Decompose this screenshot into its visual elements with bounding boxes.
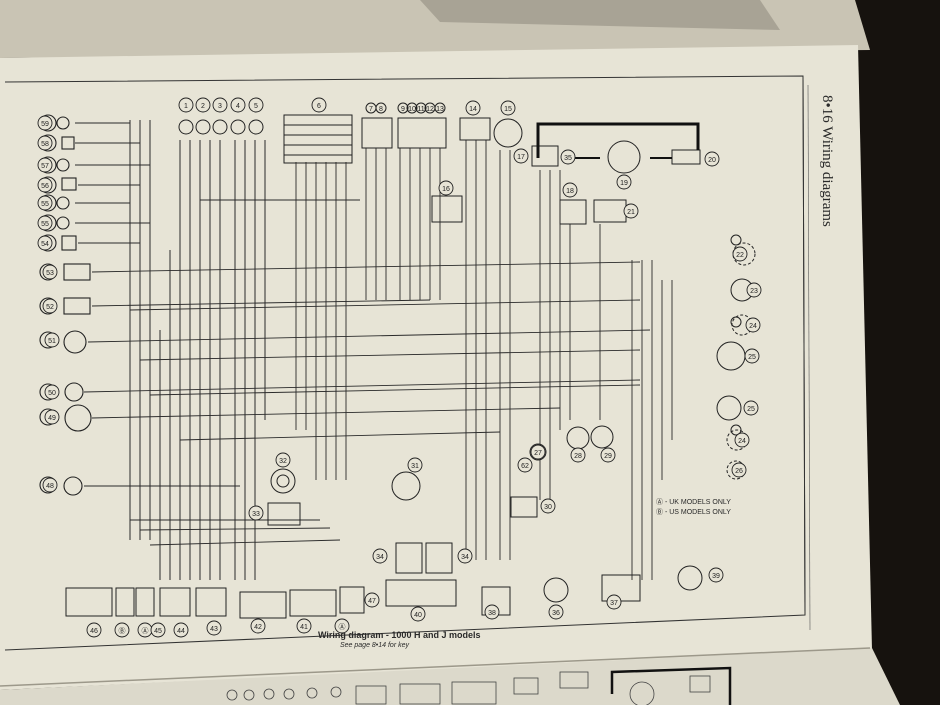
svg-text:43: 43: [210, 626, 218, 633]
label-circles: [37, 97, 762, 638]
svg-text:19: 19: [620, 180, 628, 187]
svg-text:23: 23: [750, 288, 758, 295]
svg-text:11: 11: [417, 106, 424, 113]
svg-text:18: 18: [566, 188, 574, 195]
horizontal-wires: [75, 122, 651, 546]
svg-text:46: 46: [90, 628, 98, 635]
svg-text:30: 30: [544, 504, 552, 511]
svg-text:58: 58: [41, 141, 49, 148]
diagram-subcaption: See page 8•14 for key: [340, 642, 409, 649]
diagram-caption: Wiring diagram - 1000 H and J models: [318, 630, 481, 640]
next-diagram-strip: [226, 666, 732, 705]
svg-text:32: 32: [279, 458, 287, 465]
svg-text:37: 37: [610, 600, 618, 607]
svg-text:34: 34: [376, 554, 384, 561]
svg-text:57: 57: [41, 163, 49, 170]
svg-text:41: 41: [300, 624, 308, 631]
svg-text:27: 27: [534, 450, 542, 457]
page-header: 8•16 Wiring diagrams: [819, 95, 835, 227]
bottom-connectors: [65, 586, 365, 619]
svg-text:40: 40: [414, 612, 422, 619]
svg-text:10: 10: [408, 106, 416, 113]
svg-text:54: 54: [41, 241, 49, 248]
svg-text:25: 25: [748, 354, 756, 361]
svg-text:29: 29: [604, 453, 612, 460]
svg-text:2: 2: [201, 103, 205, 110]
svg-text:1: 1: [184, 103, 188, 110]
svg-text:50: 50: [48, 390, 56, 397]
svg-text:31: 31: [411, 463, 419, 470]
legend-us-models: Ⓑ - US MODELS ONLY: [656, 509, 731, 516]
svg-text:26: 26: [735, 468, 743, 475]
svg-text:38: 38: [488, 610, 496, 617]
svg-text:12: 12: [426, 106, 434, 113]
svg-text:9: 9: [401, 106, 405, 113]
svg-text:24: 24: [738, 438, 746, 445]
svg-text:39: 39: [712, 573, 720, 580]
svg-text:28: 28: [574, 453, 582, 460]
page-sheet: [0, 45, 872, 690]
svg-text:16: 16: [442, 186, 450, 193]
svg-text:48: 48: [46, 483, 54, 490]
svg-text:47: 47: [368, 598, 376, 605]
svg-text:Ⓐ: Ⓐ: [339, 623, 346, 631]
svg-text:7: 7: [369, 106, 373, 113]
svg-text:49: 49: [48, 415, 56, 422]
svg-text:55: 55: [41, 201, 49, 208]
svg-text:6: 6: [317, 103, 321, 110]
svg-text:36: 36: [552, 610, 560, 617]
svg-text:4: 4: [236, 103, 240, 110]
svg-text:17: 17: [517, 154, 525, 161]
svg-text:62: 62: [521, 463, 529, 470]
svg-text:Ⓑ: Ⓑ: [119, 627, 126, 635]
legend-uk-models: Ⓐ - UK MODELS ONLY: [656, 499, 731, 506]
svg-text:33: 33: [252, 511, 260, 518]
svg-text:44: 44: [177, 628, 185, 635]
svg-text:20: 20: [708, 157, 716, 164]
svg-text:52: 52: [46, 304, 54, 311]
svg-text:53: 53: [46, 270, 54, 277]
svg-text:51: 51: [48, 338, 56, 345]
svg-text:42: 42: [254, 624, 262, 631]
svg-text:5: 5: [254, 103, 258, 110]
svg-text:22: 22: [736, 252, 744, 259]
svg-text:56: 56: [41, 183, 49, 190]
svg-text:15: 15: [504, 106, 512, 113]
svg-text:21: 21: [627, 209, 635, 216]
svg-text:59: 59: [41, 121, 49, 128]
svg-text:3: 3: [218, 103, 222, 110]
middle-bus: [295, 140, 673, 580]
svg-text:13: 13: [436, 106, 444, 113]
svg-text:35: 35: [564, 155, 572, 162]
svg-text:8: 8: [379, 106, 383, 113]
svg-text:24: 24: [749, 323, 757, 330]
svg-text:55: 55: [41, 221, 49, 228]
svg-text:25: 25: [747, 406, 755, 413]
svg-text:Ⓐ: Ⓐ: [142, 627, 149, 635]
svg-text:34: 34: [461, 554, 469, 561]
svg-text:14: 14: [469, 106, 477, 113]
svg-text:45: 45: [154, 628, 162, 635]
